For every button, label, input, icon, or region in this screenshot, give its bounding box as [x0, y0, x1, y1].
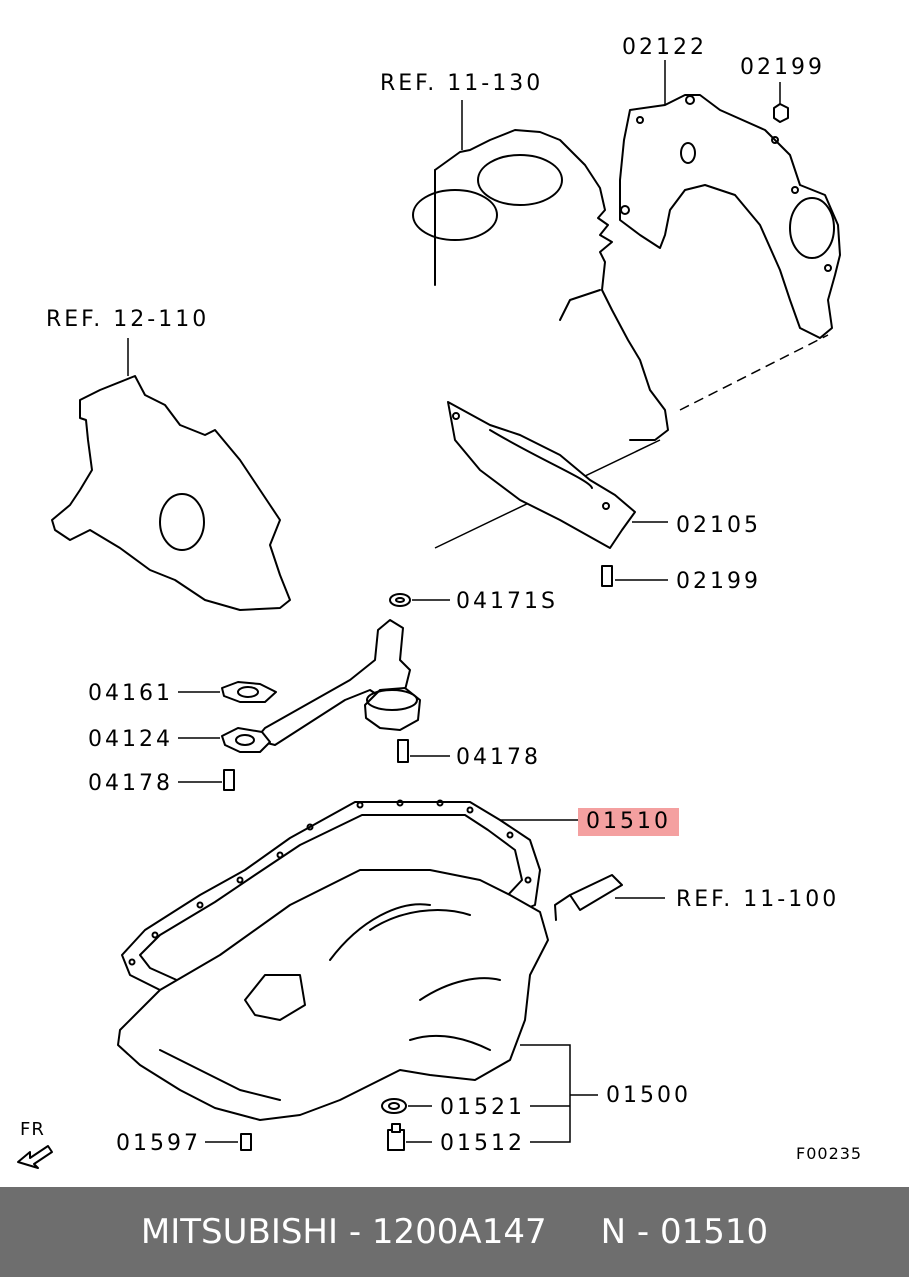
label-01521: 01521 [440, 1095, 525, 1120]
label-figure-code: F00235 [796, 1144, 863, 1163]
label-02122: 02122 [622, 35, 707, 60]
bracket-01500 [520, 1044, 571, 1143]
oil-pan-01500-drawing [117, 869, 549, 1121]
label-04124: 04124 [88, 727, 173, 752]
sealant-tube-drawing [554, 874, 623, 921]
label-ref-11-100: REF. 11-100 [676, 887, 840, 912]
label-fr: FR [20, 1119, 45, 1140]
end-plate-drawing [619, 94, 841, 339]
label-02199-top: 02199 [740, 55, 825, 80]
front-arrow-icon [17, 1145, 53, 1169]
alignment-dash-line [679, 334, 829, 411]
footer-bar: MITSUBISHI - 1200A147 N - 01510 [0, 1187, 909, 1277]
bolt-01597-drawing [240, 1133, 252, 1151]
label-04161: 04161 [88, 681, 173, 706]
oil-strainer-drawing [254, 619, 421, 746]
bolt-02199-mid-drawing [601, 565, 613, 587]
label-02199-mid: 02199 [676, 569, 761, 594]
label-04178-left: 04178 [88, 771, 173, 796]
parts-diagram: REF. 11-130 02122 02199 REF. 12-110 0210… [17, 35, 863, 1169]
label-01510-highlighted: 01510 [578, 808, 679, 836]
gasket-04161-drawing [221, 681, 277, 703]
rear-block-ref-drawing [51, 375, 291, 611]
cover-02105-drawing [447, 401, 636, 549]
label-02105: 02105 [676, 513, 761, 538]
diagram-drawing [17, 60, 841, 1169]
flange-04124-drawing [221, 727, 271, 753]
label-04171s: 04171S [456, 589, 558, 614]
washer-04171s-drawing [389, 593, 411, 607]
label-04178-right: 04178 [456, 745, 541, 770]
label-01500: 01500 [606, 1083, 691, 1108]
label-01597: 01597 [116, 1131, 201, 1156]
bolt-04178-right-drawing [397, 739, 409, 763]
footer-part-number: MITSUBISHI - 1200A147 N - 01510 [140, 1212, 769, 1252]
bolt-02199-top-drawing [773, 103, 789, 123]
washer-01521-drawing [381, 1098, 407, 1114]
engine-block-ref-drawing [412, 129, 669, 441]
label-01512: 01512 [440, 1131, 525, 1156]
label-ref-12-110: REF. 12-110 [46, 307, 210, 332]
label-ref-11-130: REF. 11-130 [380, 71, 544, 96]
drain-plug-01512-drawing [387, 1123, 405, 1151]
bolt-04178-left-drawing [223, 769, 235, 791]
